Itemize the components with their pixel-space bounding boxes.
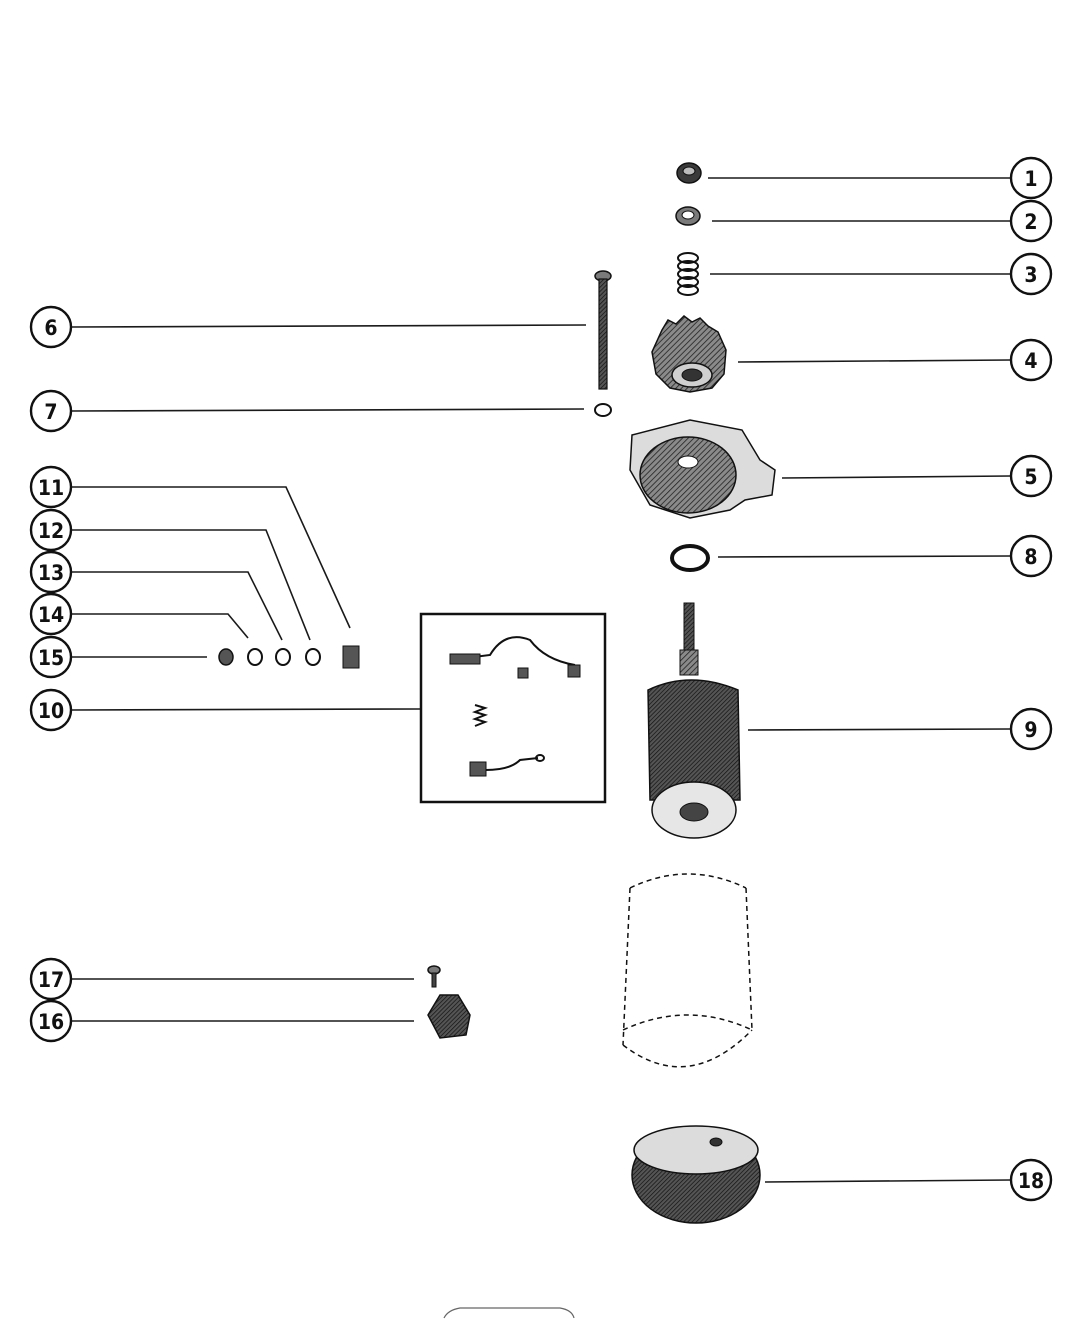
callout-10: 10 bbox=[29, 688, 73, 732]
callout-label: 4 bbox=[1024, 349, 1037, 373]
callout-15: 15 bbox=[29, 635, 73, 679]
callout-label: 2 bbox=[1024, 210, 1037, 234]
callout-label: 7 bbox=[44, 400, 57, 424]
part-7-washer bbox=[594, 403, 612, 417]
part-6-through-bolt bbox=[594, 270, 612, 390]
part-5-end-frame bbox=[629, 419, 776, 519]
leader-lines bbox=[70, 177, 1011, 1183]
callout-label: 9 bbox=[1024, 718, 1037, 742]
callout-label: 13 bbox=[38, 561, 64, 585]
callout-label: 8 bbox=[1024, 545, 1037, 569]
callout-6: 6 bbox=[29, 305, 73, 349]
callout-label: 1 bbox=[1024, 167, 1037, 191]
callout-label: 5 bbox=[1024, 465, 1037, 489]
callout-label: 11 bbox=[38, 476, 64, 500]
part-13-washer bbox=[275, 648, 291, 666]
part-9-armature bbox=[647, 602, 741, 839]
callout-label: 12 bbox=[38, 519, 64, 543]
callout-label: 14 bbox=[38, 603, 64, 627]
callout-7: 7 bbox=[29, 389, 73, 433]
part-15-nut bbox=[218, 648, 234, 666]
field-frame-dashed bbox=[622, 873, 753, 1068]
part-12-washer bbox=[305, 648, 321, 666]
part-10-brush-kit bbox=[419, 612, 607, 804]
callout-label: 15 bbox=[38, 646, 64, 670]
callout-14: 14 bbox=[29, 592, 73, 636]
callout-12: 12 bbox=[29, 508, 73, 552]
callout-11: 11 bbox=[29, 465, 73, 509]
callout-8: 8 bbox=[1009, 534, 1053, 578]
callout-3: 3 bbox=[1009, 252, 1053, 296]
part-8-o-ring bbox=[670, 544, 710, 572]
callout-2: 2 bbox=[1009, 199, 1053, 243]
callout-18: 18 bbox=[1009, 1158, 1053, 1202]
part-4-drive-pinion bbox=[651, 315, 727, 393]
callout-16: 16 bbox=[29, 999, 73, 1043]
callout-1: 1 bbox=[1009, 156, 1053, 200]
part-16-bracket bbox=[427, 994, 471, 1039]
callout-label: 3 bbox=[1024, 263, 1037, 287]
part-1-nut bbox=[676, 162, 702, 184]
callout-label: 17 bbox=[38, 968, 64, 992]
callout-17: 17 bbox=[29, 957, 73, 1001]
callout-label: 16 bbox=[38, 1010, 64, 1034]
callout-4: 4 bbox=[1009, 338, 1053, 382]
part-17-screw bbox=[427, 965, 441, 988]
callout-5: 5 bbox=[1009, 454, 1053, 498]
callout-9: 9 bbox=[1009, 707, 1053, 751]
part-14-washer bbox=[247, 648, 263, 666]
callout-label: 10 bbox=[38, 699, 64, 723]
page-edge-stamp bbox=[443, 1307, 575, 1319]
part-18-end-cap bbox=[631, 1125, 761, 1224]
callout-13: 13 bbox=[29, 550, 73, 594]
callout-label: 6 bbox=[44, 316, 57, 340]
part-2-washer bbox=[675, 206, 701, 226]
part-3-spring bbox=[677, 252, 699, 296]
part-11-terminal bbox=[342, 645, 360, 669]
callout-label: 18 bbox=[1018, 1169, 1044, 1193]
